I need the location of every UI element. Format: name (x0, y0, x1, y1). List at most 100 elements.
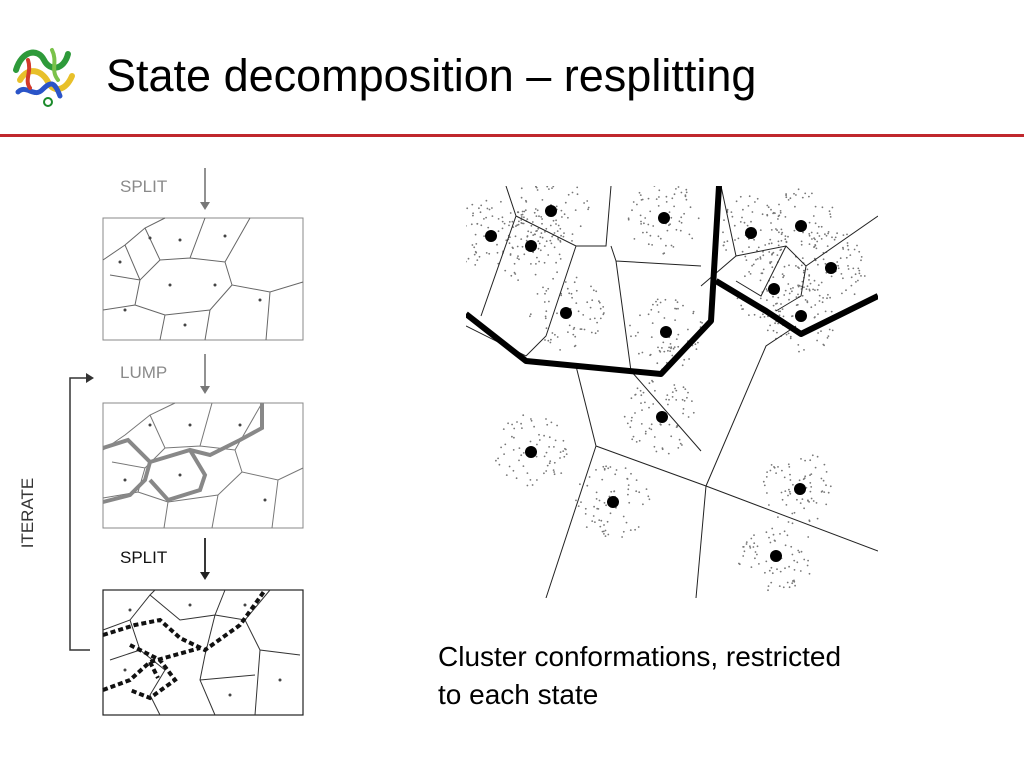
conformation-point (806, 301, 809, 304)
conformation-point (485, 199, 488, 202)
conformation-point (762, 313, 764, 316)
conformation-point (776, 568, 778, 571)
conformation-point (809, 482, 812, 484)
conformation-point (630, 419, 633, 422)
iterate-label: ITERATE (18, 477, 37, 549)
conformation-point (582, 314, 585, 316)
conformation-point (756, 197, 759, 200)
conformation-point (530, 224, 533, 227)
conformation-point (644, 430, 647, 433)
conformation-point (675, 188, 677, 190)
conformation-point (826, 245, 829, 247)
conformation-point (810, 473, 813, 475)
conformation-point (622, 515, 625, 518)
conformation-point (636, 387, 639, 390)
conformation-point (584, 513, 587, 515)
conformation-point (755, 258, 757, 261)
conformation-point (789, 335, 792, 338)
conformation-point (827, 293, 829, 296)
conformation-point (825, 503, 828, 506)
conformation-point (543, 261, 546, 264)
conformation-point (803, 286, 805, 289)
conformation-point (538, 260, 540, 263)
conformation-point (636, 203, 638, 206)
conformation-point (634, 394, 636, 396)
conformation-point (683, 399, 686, 402)
conformation-point (776, 331, 778, 334)
conformation-point (680, 216, 683, 219)
conformation-point (631, 438, 634, 441)
conformation-point (800, 240, 803, 243)
conformation-point (623, 415, 626, 418)
conformation-point (785, 194, 787, 197)
conformation-point (683, 358, 686, 361)
conformation-point (803, 507, 805, 510)
conformation-point (529, 313, 532, 316)
conformation-point (784, 490, 787, 492)
conformation-point (780, 303, 782, 305)
conformation-point (535, 186, 537, 188)
conformation-point (738, 563, 741, 566)
conformation-point (630, 397, 633, 400)
conformation-point (555, 223, 557, 225)
conformation-point (568, 292, 571, 295)
conformation-point (603, 533, 605, 535)
conformation-point (579, 328, 582, 330)
conformation-point (779, 249, 782, 251)
conformation-point (550, 338, 552, 341)
conformation-point (557, 224, 560, 227)
conformation-point (567, 331, 569, 333)
conformation-point (798, 350, 800, 353)
conformation-point (766, 299, 768, 301)
conformation-point (476, 222, 479, 225)
conformation-point (781, 498, 784, 501)
conformation-point (657, 311, 660, 313)
conformation-point (532, 234, 535, 236)
conformation-point (535, 455, 538, 458)
conformation-point (784, 289, 787, 292)
conformation-point (791, 512, 794, 515)
conformation-point (842, 248, 845, 250)
conformation-point (526, 218, 529, 220)
conformation-point (564, 281, 567, 283)
conformation-point (811, 454, 814, 457)
conformation-point (780, 233, 783, 236)
conformation-point (548, 446, 550, 448)
conformation-point (627, 493, 629, 496)
conformation-point (665, 195, 668, 198)
conformation-point (685, 191, 688, 194)
conformation-point (784, 216, 787, 218)
conformation-point (756, 249, 758, 252)
conformation-point (508, 224, 510, 227)
conformation-point (644, 217, 647, 219)
conformation-point (695, 348, 698, 350)
conformation-point (607, 467, 610, 470)
conformation-point (770, 222, 772, 224)
conformation-point (772, 211, 775, 214)
conformation-point (553, 246, 556, 249)
conformation-point (560, 294, 563, 297)
conformation-point (594, 521, 596, 523)
conformation-point (668, 346, 670, 349)
conformation-point (508, 242, 511, 245)
conformation-point (544, 315, 547, 318)
conformation-point (495, 459, 497, 462)
conformation-point (563, 455, 566, 458)
conformation-point (800, 285, 803, 288)
conformation-point (750, 566, 753, 568)
conformation-point (539, 236, 542, 238)
conformation-point (625, 521, 628, 524)
conformation-point (536, 443, 538, 446)
conformation-point (665, 398, 668, 401)
conformation-point (596, 507, 599, 510)
conformation-point (678, 220, 681, 223)
conformation-point (550, 421, 553, 424)
conformation-point (790, 545, 793, 548)
conformation-point (655, 300, 657, 303)
conformation-point (648, 406, 650, 409)
conformation-point (784, 567, 786, 570)
conformation-point (634, 335, 637, 337)
conformation-point (560, 209, 563, 212)
conformation-point (531, 484, 534, 486)
conformation-point (556, 312, 558, 315)
